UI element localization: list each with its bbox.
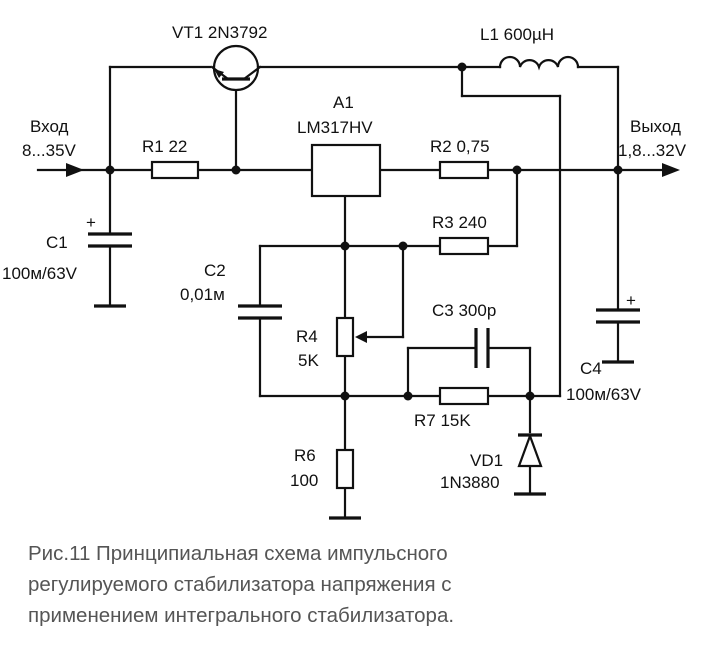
caption-line-2: регулируемого стабилизатора напряжения с <box>28 573 452 596</box>
label-r4-ref: R4 <box>296 327 318 346</box>
label-c4-plus: + <box>626 291 636 310</box>
label-input: Вход <box>30 117 69 136</box>
label-c1-plus: + <box>86 213 96 232</box>
capacitor-c3 <box>474 328 490 368</box>
label-r2: R2 0,75 <box>430 137 490 156</box>
label-r7: R7 15K <box>414 411 471 430</box>
wires <box>36 65 667 520</box>
ground-symbols <box>94 304 634 520</box>
capacitor-c4 <box>596 308 640 324</box>
label-c4-ref: C4 <box>580 359 602 378</box>
schematic-diagram: VT1 2N3792 L1 600µH A1 LM317HV R1 22 R2 … <box>2 23 687 520</box>
label-vd1-ref: VD1 <box>470 451 503 470</box>
label-output-range: 1,8...32V <box>618 141 687 160</box>
label-a1-part: LM317HV <box>297 118 373 137</box>
label-vd1-part: 1N3880 <box>440 473 500 492</box>
r4-wiper-arrow <box>355 331 367 343</box>
label-r3: R3 240 <box>432 213 487 232</box>
resistor-r4 <box>335 316 355 358</box>
label-l1: L1 600µH <box>480 25 554 44</box>
resistor-r3 <box>438 236 490 256</box>
transistor-vt1 <box>210 44 262 92</box>
caption-line-1: Рис.11 Принципиальная схема импульсного <box>28 542 448 565</box>
label-vt1: VT1 2N3792 <box>172 23 267 42</box>
figure-caption: Рис.11 Принципиальная схема импульсного … <box>28 538 708 631</box>
label-r1: R1 22 <box>142 137 187 156</box>
label-c1-ref: C1 <box>46 233 68 252</box>
output-arrow <box>662 163 680 177</box>
diode-vd1 <box>517 432 543 468</box>
input-arrow <box>66 163 84 177</box>
capacitor-c1 <box>88 232 132 248</box>
resistor-r6 <box>335 448 355 490</box>
label-r6-ref: R6 <box>294 446 316 465</box>
junction-dots <box>105 62 623 401</box>
label-a1-ref: A1 <box>333 93 354 112</box>
label-r4-val: 5K <box>298 351 319 370</box>
resistor-r2 <box>438 160 490 180</box>
resistor-r7 <box>438 386 490 406</box>
resistor-r1 <box>150 160 200 180</box>
capacitor-c2 <box>238 304 282 320</box>
label-input-range: 8...35V <box>22 141 77 160</box>
label-r6-val: 100 <box>290 471 318 490</box>
caption-line-3: применением интегрального стабилизатора. <box>28 604 455 627</box>
label-c1-val: 100м/63V <box>2 264 78 283</box>
inductor-l1 <box>498 55 580 71</box>
label-output: Выход <box>630 117 681 136</box>
regulator-a1 <box>310 143 382 198</box>
label-c2-ref: C2 <box>204 261 226 280</box>
label-c4-val: 100м/63V <box>566 385 642 404</box>
label-c2-val: 0,01м <box>180 285 225 304</box>
label-c3: C3 300p <box>432 301 496 320</box>
